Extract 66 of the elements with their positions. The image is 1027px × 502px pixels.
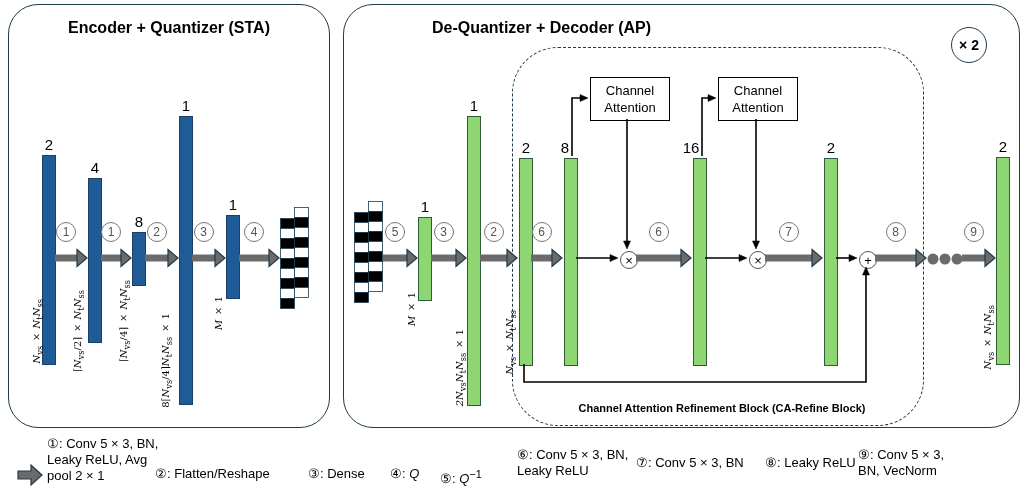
repeat-badge: × 2 [951, 27, 987, 63]
encoder-panel [8, 4, 330, 428]
step-number: 2 [483, 222, 504, 242]
step-number: 8 [885, 222, 906, 242]
step-number: 9 [963, 222, 984, 242]
legend-note: ⑤: Q$^{−1}$ [440, 467, 482, 488]
step-number: 7 [778, 222, 799, 242]
block-arrow [239, 248, 280, 268]
arrow [752, 118, 760, 250]
arrow [701, 94, 717, 157]
multiply-operator: × [749, 251, 767, 269]
block-arrow [480, 248, 518, 268]
channel-count: 4 [90, 159, 100, 176]
channel-count: 2 [826, 139, 836, 156]
panel-title: Encoder + Quantizer (STA) [68, 19, 270, 37]
block-arrow [145, 248, 179, 268]
legend-note: ④: Q [390, 466, 420, 482]
arrow [571, 94, 589, 157]
step-number: 3 [433, 222, 454, 242]
panel-title: De-Quantizer + Decoder (AP) [431, 19, 652, 37]
arrow [623, 118, 631, 250]
arrow [835, 254, 858, 262]
channel-count: 8 [560, 139, 570, 156]
add-operator: + [859, 251, 877, 269]
step-number: 4 [244, 222, 264, 242]
channel-count: 2 [521, 139, 531, 156]
block-arrow [531, 248, 563, 268]
block-arrow [192, 248, 226, 268]
block-arrow [101, 248, 132, 268]
step-number: 5 [385, 222, 405, 242]
arrow [575, 254, 619, 262]
block-arrow [383, 248, 418, 268]
legend-note: ⑥: Conv 5 × 3, BN, Leaky ReLU [517, 447, 629, 479]
arrow [704, 254, 748, 262]
step-number: 6 [531, 222, 552, 242]
step-number: 1 [56, 222, 76, 242]
block-arrow [765, 248, 823, 268]
legend-note: ⑦: Conv 5 × 3, BN [636, 455, 744, 471]
channel-count: 2 [44, 136, 54, 153]
step-number: 3 [193, 222, 214, 242]
channel-count: 16 [682, 139, 700, 156]
dimension-label: M × 1 [406, 292, 417, 326]
legend-note: ③: Dense [308, 466, 365, 482]
attention-box: Channel Attention [718, 77, 798, 121]
channel-count: 1 [420, 198, 430, 215]
block-caption: Channel Attention Refinement Block (CA-Refine Block) [578, 402, 866, 414]
channel-count: 8 [134, 213, 144, 230]
channel-count: 1 [469, 97, 479, 114]
step-number: 2 [146, 222, 167, 242]
attention-box: Channel Attention [590, 77, 670, 121]
step-number: 6 [648, 222, 669, 242]
block-arrow [431, 248, 467, 268]
channel-count: 2 [998, 138, 1008, 155]
block-arrow [962, 248, 996, 268]
decoder-panel [343, 4, 1020, 428]
legend-note: ⑨: Conv 5 × 3, BN, VecNorm [858, 447, 946, 479]
channel-count: 1 [181, 97, 191, 114]
multiply-operator: × [620, 251, 638, 269]
block-arrow [55, 248, 88, 268]
block-arrow [636, 248, 692, 268]
step-number: 1 [101, 222, 121, 242]
channel-count: 1 [228, 196, 238, 213]
dimension-label: M × 1 [213, 296, 224, 330]
arrow [523, 266, 870, 383]
block-arrow [875, 248, 927, 268]
legend-note: ⑧: Leaky ReLU [765, 455, 856, 471]
